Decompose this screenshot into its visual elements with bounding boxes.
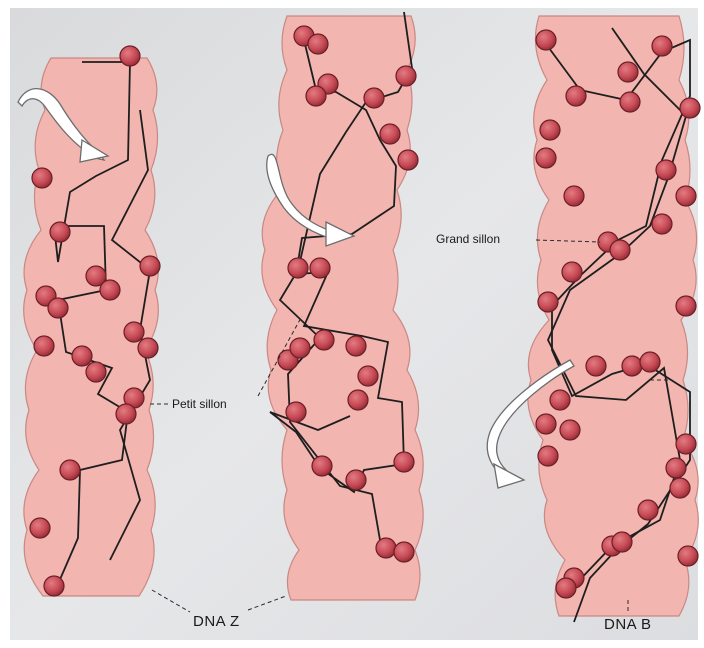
dna-z-left-atom bbox=[44, 576, 64, 596]
dna-b-atom bbox=[556, 578, 576, 598]
dna-b-atom bbox=[680, 98, 700, 118]
dna-b-atom bbox=[550, 390, 570, 410]
dna-z-middle-atom bbox=[348, 390, 368, 410]
dna-z-left-atom bbox=[124, 322, 144, 342]
dna-z-middle-atom bbox=[398, 150, 418, 170]
dna-z-left-atom bbox=[50, 222, 70, 242]
dna-b-atom bbox=[536, 30, 556, 50]
dna-z-left-atom bbox=[86, 362, 106, 382]
dna-z-left-atom bbox=[60, 460, 80, 480]
dna-b-atom bbox=[566, 86, 586, 106]
dna-b-atom bbox=[536, 148, 556, 168]
dna-b-atom bbox=[678, 546, 698, 566]
dna-b-atom bbox=[564, 186, 584, 206]
dna-z-middle-atom bbox=[358, 366, 378, 386]
dna-b-atom bbox=[652, 214, 672, 234]
petit-sillon-label: Petit sillon bbox=[172, 398, 227, 410]
dna-b-atom bbox=[610, 240, 630, 260]
dna-b-atom bbox=[676, 296, 696, 316]
dna-b-atom bbox=[536, 414, 556, 434]
dna-b-atom bbox=[618, 62, 638, 82]
dna-z-left-atom bbox=[138, 338, 158, 358]
dna-b-atom bbox=[676, 186, 696, 206]
dna-b-body bbox=[528, 16, 698, 616]
dna-b-atom bbox=[622, 356, 642, 376]
dna-z-left-atom bbox=[48, 298, 68, 318]
dna-b-label: DNA B bbox=[604, 617, 652, 632]
dna-b-atom bbox=[540, 120, 560, 140]
dna-b-atom bbox=[538, 292, 558, 312]
dna-b-atom bbox=[638, 500, 658, 520]
dna-z-middle-atom bbox=[314, 330, 334, 350]
dna-z-middle-atom bbox=[290, 338, 310, 358]
dna-z-middle-atom bbox=[346, 470, 366, 490]
dna-z-left-atom bbox=[32, 168, 52, 188]
dna-z-middle-atom bbox=[310, 258, 330, 278]
dna-z-left-atom bbox=[140, 256, 160, 276]
dna-b-atom bbox=[652, 36, 672, 56]
dna-b-atom bbox=[670, 478, 690, 498]
dna-z-left-atom bbox=[72, 346, 92, 366]
dna-z-left-atom bbox=[34, 336, 54, 356]
dna-b-atom bbox=[562, 262, 582, 282]
dna-b-atom bbox=[586, 356, 606, 376]
dna-b-atom bbox=[620, 92, 640, 112]
dna-z-middle-atom bbox=[396, 66, 416, 86]
dna-z-middle-atom bbox=[364, 88, 384, 108]
dna-z-middle-atom bbox=[394, 452, 414, 472]
dna-z-left-atom bbox=[30, 518, 50, 538]
dna-z-left-atom bbox=[120, 46, 140, 66]
dna-z-middle-atom bbox=[306, 86, 326, 106]
dna-b-atom bbox=[656, 160, 676, 180]
dna-z-middle-atom bbox=[346, 336, 366, 356]
dna-z-middle-atom bbox=[312, 456, 332, 476]
dna-b-atom bbox=[640, 352, 660, 372]
dna-z-middle-atom bbox=[288, 258, 308, 278]
dna-b-atom bbox=[560, 420, 580, 440]
dna-z-left-atom bbox=[116, 404, 136, 424]
dna-b-atom bbox=[676, 434, 696, 454]
grand-sillon-label: Grand sillon bbox=[436, 233, 500, 245]
dna-z-middle-atom bbox=[380, 124, 400, 144]
dna-z-middle-atom bbox=[394, 542, 414, 562]
dna-z-middle-atom bbox=[376, 538, 396, 558]
dna-z-middle-atom bbox=[308, 34, 328, 54]
dna-z-left-atom bbox=[100, 280, 120, 300]
dna-z-label: DNA Z bbox=[193, 614, 240, 629]
dna-b-atom bbox=[666, 458, 686, 478]
dna-b-atom bbox=[612, 532, 632, 552]
dna-z-middle-atom bbox=[286, 402, 306, 422]
dna-b-atom bbox=[538, 446, 558, 466]
